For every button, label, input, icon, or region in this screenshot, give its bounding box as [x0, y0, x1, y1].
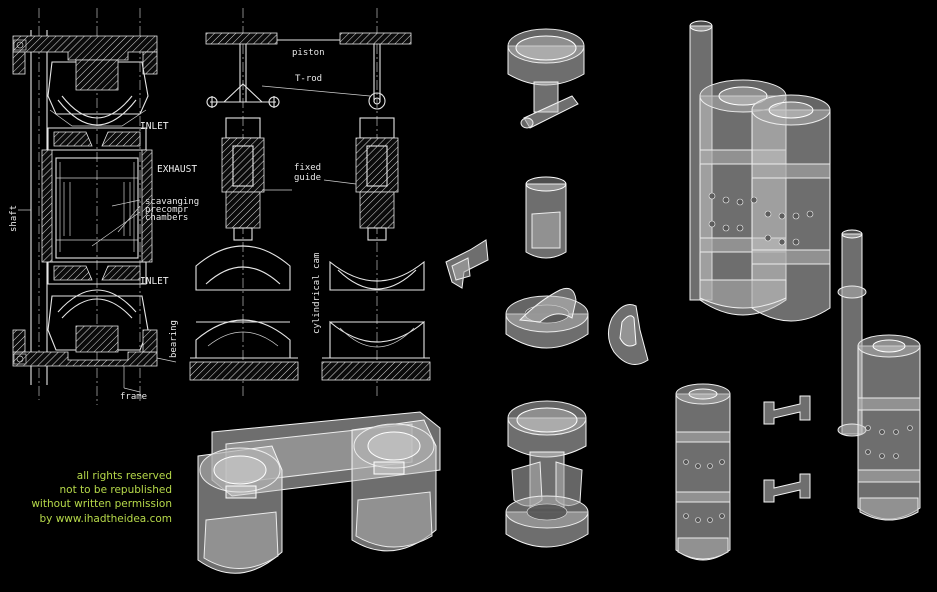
label-inlet-bottom: INLET [140, 276, 169, 287]
twin-cylinder-assembly-render [689, 20, 831, 322]
label-piston: piston [292, 48, 325, 58]
label-inlet-top: INLET [140, 121, 169, 132]
piston-assembly-render [505, 400, 589, 548]
engine-cross-section [12, 8, 177, 405]
label-bearing: bearing [169, 320, 179, 358]
guide-sleeve-render [525, 176, 567, 259]
t-rod-yoke-render [197, 411, 441, 574]
piston-render-top [507, 28, 585, 129]
label-cylindrical-cam: cylindrical cam [312, 253, 322, 334]
copyright-notice: all rights reserved not to be republishe… [14, 469, 172, 526]
drawing-labels: piston T-rod INLET EXHAUST fixed guide s… [9, 48, 325, 402]
label-frame: frame [120, 392, 147, 402]
label-scavanging: scavanging [145, 197, 199, 207]
label-precompr: precompr [145, 205, 189, 215]
label-fixed: fixed [294, 163, 321, 173]
single-cylinder-shaft-render [837, 229, 921, 521]
piston-cam-drawing [189, 8, 431, 398]
cylindrical-cam-render [505, 287, 589, 349]
notice-line: all rights reserved [76, 470, 172, 482]
label-exhaust: EXHAUST [157, 164, 197, 175]
t-rod-pair-render [763, 395, 811, 503]
cam-follower-render [445, 239, 489, 289]
single-cylinder-exploded-render [675, 383, 731, 561]
notice-line: not to be republished [59, 484, 173, 497]
label-t-rod: T-rod [295, 74, 322, 84]
notice-url: by www.ihadtheidea.com [39, 512, 173, 525]
cam-segment-render [608, 304, 649, 365]
label-shaft: shaft [9, 205, 19, 232]
label-chambers: chambers [145, 213, 188, 223]
label-guide: guide [294, 173, 321, 183]
notice-line: without written permission [31, 498, 172, 511]
